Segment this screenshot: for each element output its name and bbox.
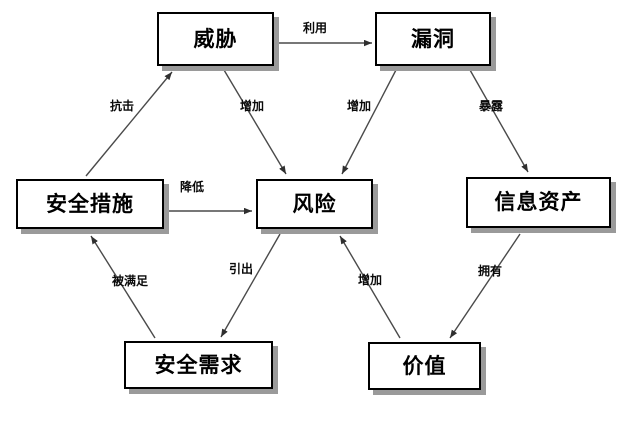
node-label-safeguard: 安全措施 <box>46 191 134 216</box>
edge-label-vulnerability-increases-risk: 增加 <box>347 99 372 113</box>
edge-requirement-satisfied-by-safeguard <box>90 235 156 339</box>
node-vulnerability[interactable]: 漏洞 <box>375 12 491 66</box>
edge-vulnerability-increases-risk <box>341 69 397 175</box>
edge-label-vulnerability-exposes-asset: 暴露 <box>479 99 504 113</box>
node-label-risk: 风险 <box>292 191 337 216</box>
edge-risk-derives-requirement <box>220 233 281 338</box>
node-label-asset: 信息资产 <box>494 190 583 214</box>
edge-threat-increases-risk <box>223 69 287 175</box>
edge-label-asset-has-value: 拥有 <box>478 264 503 278</box>
node-label-vulnerability: 漏洞 <box>411 26 455 51</box>
edge-safeguard-counters-threat <box>85 71 173 177</box>
node-safeguard[interactable]: 安全措施 <box>16 179 164 229</box>
node-threat[interactable]: 威胁 <box>157 12 274 66</box>
node-asset[interactable]: 信息资产 <box>466 177 611 228</box>
edge-label-safeguard-reduces-risk: 降低 <box>180 180 205 194</box>
node-value[interactable]: 价值 <box>368 342 481 390</box>
edge-label-requirement-satisfied-by-safeguard: 被满足 <box>112 274 149 288</box>
edge-vulnerability-exposes-asset <box>469 69 529 173</box>
edge-label-threat-increases-risk: 增加 <box>240 99 265 113</box>
node-risk[interactable]: 风险 <box>256 179 373 229</box>
node-label-value: 价值 <box>402 353 447 378</box>
edge-asset-has-value <box>449 233 521 339</box>
edge-value-increases-risk <box>339 235 401 339</box>
edge-label-value-increases-risk: 增加 <box>358 273 383 287</box>
edge-label-risk-derives-requirement: 引出 <box>229 262 254 276</box>
edge-label-safeguard-counters-threat: 抗击 <box>110 99 135 113</box>
edge-label-threat-exploits-vulnerability: 利用 <box>303 21 328 35</box>
node-label-requirement: 安全需求 <box>154 352 243 377</box>
node-label-threat: 威胁 <box>193 26 238 51</box>
node-requirement[interactable]: 安全需求 <box>124 341 273 389</box>
